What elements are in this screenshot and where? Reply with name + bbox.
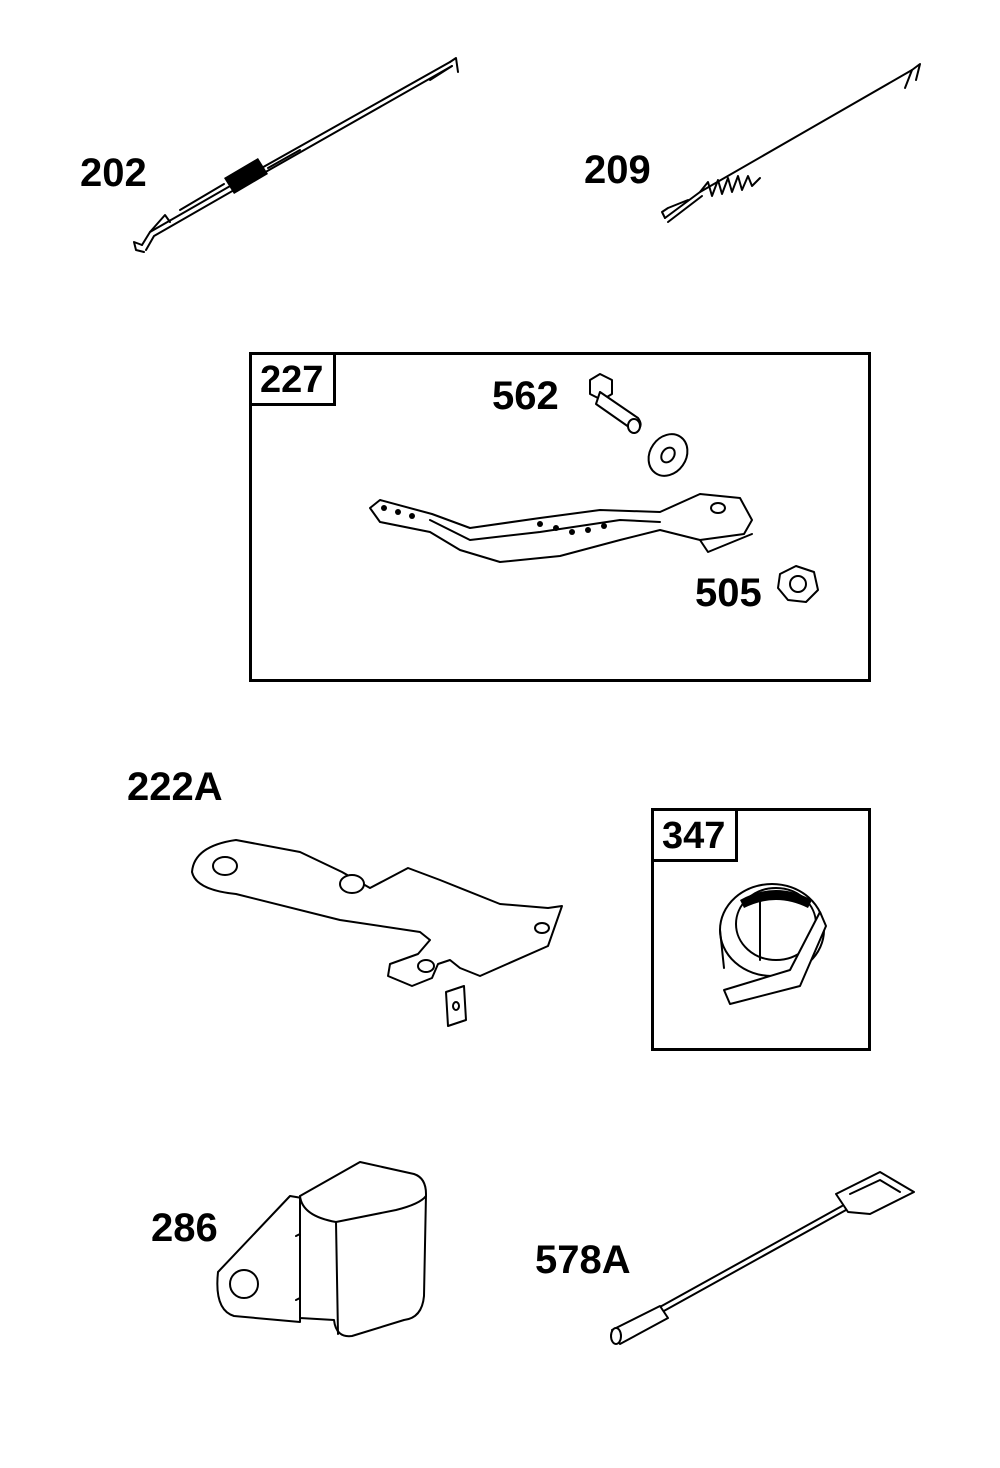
part-number-209: 209 xyxy=(584,148,651,192)
module-drawing xyxy=(216,1161,427,1338)
part-number-227: 227 xyxy=(252,355,337,406)
part-number-202: 202 xyxy=(80,151,147,195)
kit-box-347: 347 xyxy=(651,808,871,1051)
governor-rod-drawing xyxy=(133,57,459,253)
part-number-347: 347 xyxy=(654,811,739,862)
kit-box-227: 227 xyxy=(249,352,871,682)
ground-wire-drawing xyxy=(610,1171,915,1345)
part-number-562: 562 xyxy=(492,374,559,418)
bracket-drawing xyxy=(191,839,563,1027)
part-number-286: 286 xyxy=(151,1206,218,1250)
part-number-222a: 222A xyxy=(127,765,223,809)
part-number-578a: 578A xyxy=(535,1238,631,1282)
part-number-505: 505 xyxy=(695,571,762,615)
governor-spring-drawing xyxy=(661,63,921,223)
